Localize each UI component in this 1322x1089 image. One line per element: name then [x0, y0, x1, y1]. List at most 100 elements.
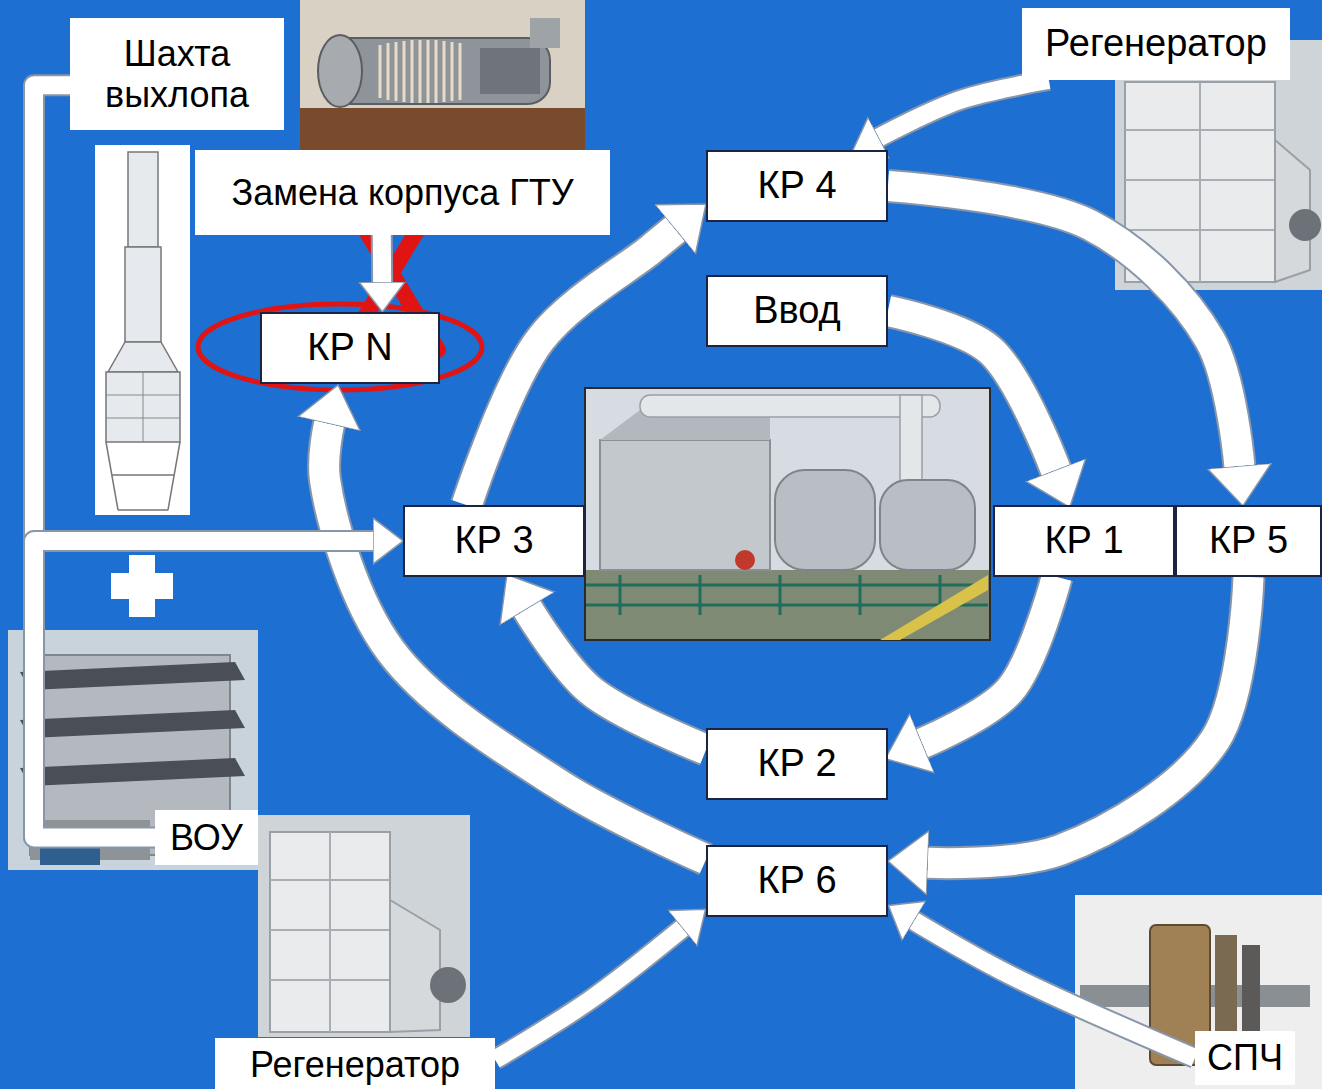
connector-outline [371, 235, 393, 282]
connector-outline [879, 80, 1049, 137]
node-label: КР 4 [757, 164, 836, 208]
flow-arrow [467, 229, 675, 505]
flow-arrow [879, 80, 1049, 137]
hall-stair [880, 575, 988, 640]
regenerator-panel [270, 832, 390, 1032]
gtu-unit [775, 470, 875, 570]
panel-seams [270, 832, 390, 1032]
unit-louver [20, 758, 245, 786]
rotor-disk [1242, 945, 1260, 1045]
connector-group [922, 577, 1056, 743]
flow-arrow [914, 921, 1195, 1058]
component-label: Замена корпуса ГТУ [195, 150, 610, 235]
flow-arrow [495, 928, 682, 1059]
connector-group [34, 541, 373, 838]
turbine-exhaust [480, 48, 540, 94]
flow-arrow [922, 577, 1056, 743]
shaft-pipe [125, 247, 161, 342]
hall-floor [586, 570, 989, 639]
component-label: ВОУ [155, 810, 258, 865]
picture-ground [258, 815, 470, 1037]
hall-pipe [640, 395, 940, 417]
regenerator-flange [1289, 209, 1321, 241]
shaft-frame [106, 442, 180, 510]
node-label: КР 6 [757, 859, 836, 903]
compressor-picture [1075, 895, 1322, 1089]
hall-railing [586, 575, 988, 615]
plus-sign [111, 555, 173, 617]
connector-outline [888, 311, 1056, 470]
node-label: Регенератор [1045, 22, 1267, 66]
connector-group [527, 609, 706, 750]
connector-group [381, 235, 382, 282]
flow-arrow [373, 235, 391, 282]
node-label: СПЧ [1207, 1037, 1283, 1078]
node-label: Регенератор [250, 1044, 460, 1085]
hall-motor [735, 550, 755, 570]
connector-group [324, 424, 706, 860]
regenerator-cone [390, 900, 440, 1032]
connector-outline [34, 541, 373, 838]
node-label: Шахта выхлопа [82, 33, 272, 116]
picture-ground [1075, 895, 1322, 1089]
component-label: Шахта выхлопа [70, 18, 284, 130]
connector-outline [495, 928, 682, 1059]
turbine-part [530, 18, 560, 48]
connector-outline [922, 577, 1056, 743]
connector-group [888, 186, 1239, 466]
flow-arrow [324, 424, 706, 860]
unit-louver [20, 710, 245, 738]
connector-group [879, 80, 1049, 137]
flow-arrow [527, 609, 706, 750]
regenerator-flange [430, 967, 466, 1003]
process-box: КР 2 [706, 728, 888, 800]
shaft-transition [108, 342, 178, 372]
connector-group [467, 229, 675, 505]
connector-group [495, 928, 682, 1059]
connector-outline [467, 229, 675, 505]
flow-arrow [888, 311, 1056, 470]
connector-group [914, 921, 1195, 1058]
exhaust-shaft-picture [95, 145, 190, 515]
turbine-base [300, 108, 585, 150]
connector-outline [527, 609, 706, 750]
gtu-housing [600, 440, 770, 570]
node-label: ВОУ [170, 817, 243, 858]
turbine-inlet [318, 35, 362, 107]
connector-group [928, 577, 1249, 863]
node-label: КР 2 [757, 742, 836, 786]
node-label: КР 3 [454, 519, 533, 563]
process-box: КР 3 [403, 505, 585, 577]
regenerator-picture [258, 815, 470, 1037]
shaft-pipe [128, 152, 158, 247]
shaft-box [106, 372, 180, 442]
turbine-blades [380, 40, 460, 103]
unit-louver [20, 662, 245, 690]
node-label: КР N [307, 326, 392, 370]
process-box: Ввод [706, 275, 888, 347]
node-label: Ввод [753, 289, 841, 333]
process-box: КР 5 [1175, 505, 1322, 577]
component-label: Регенератор [215, 1038, 495, 1089]
flow-arrow [888, 186, 1239, 466]
connector-outline [324, 424, 706, 860]
connector-outline [914, 921, 1195, 1058]
turbine-picture [300, 0, 585, 150]
node-label: КР 1 [1044, 519, 1123, 563]
picture-ground [300, 0, 585, 150]
plus-bar [111, 573, 173, 599]
turbine-hall-picture [585, 388, 990, 640]
process-box: КР 6 [706, 845, 888, 917]
process-box: КР 4 [706, 150, 888, 222]
component-label: Регенератор [1022, 8, 1290, 80]
gtu-unit [880, 480, 975, 570]
component-label: СПЧ [1195, 1031, 1295, 1085]
connector-group [888, 311, 1056, 470]
picture-ground [585, 388, 990, 640]
cancel-ellipse [198, 304, 482, 390]
connector-outline [928, 577, 1249, 863]
process-box: КР 1 [993, 505, 1175, 577]
node-label: КР 5 [1209, 519, 1288, 563]
shaft-lines [106, 372, 180, 442]
